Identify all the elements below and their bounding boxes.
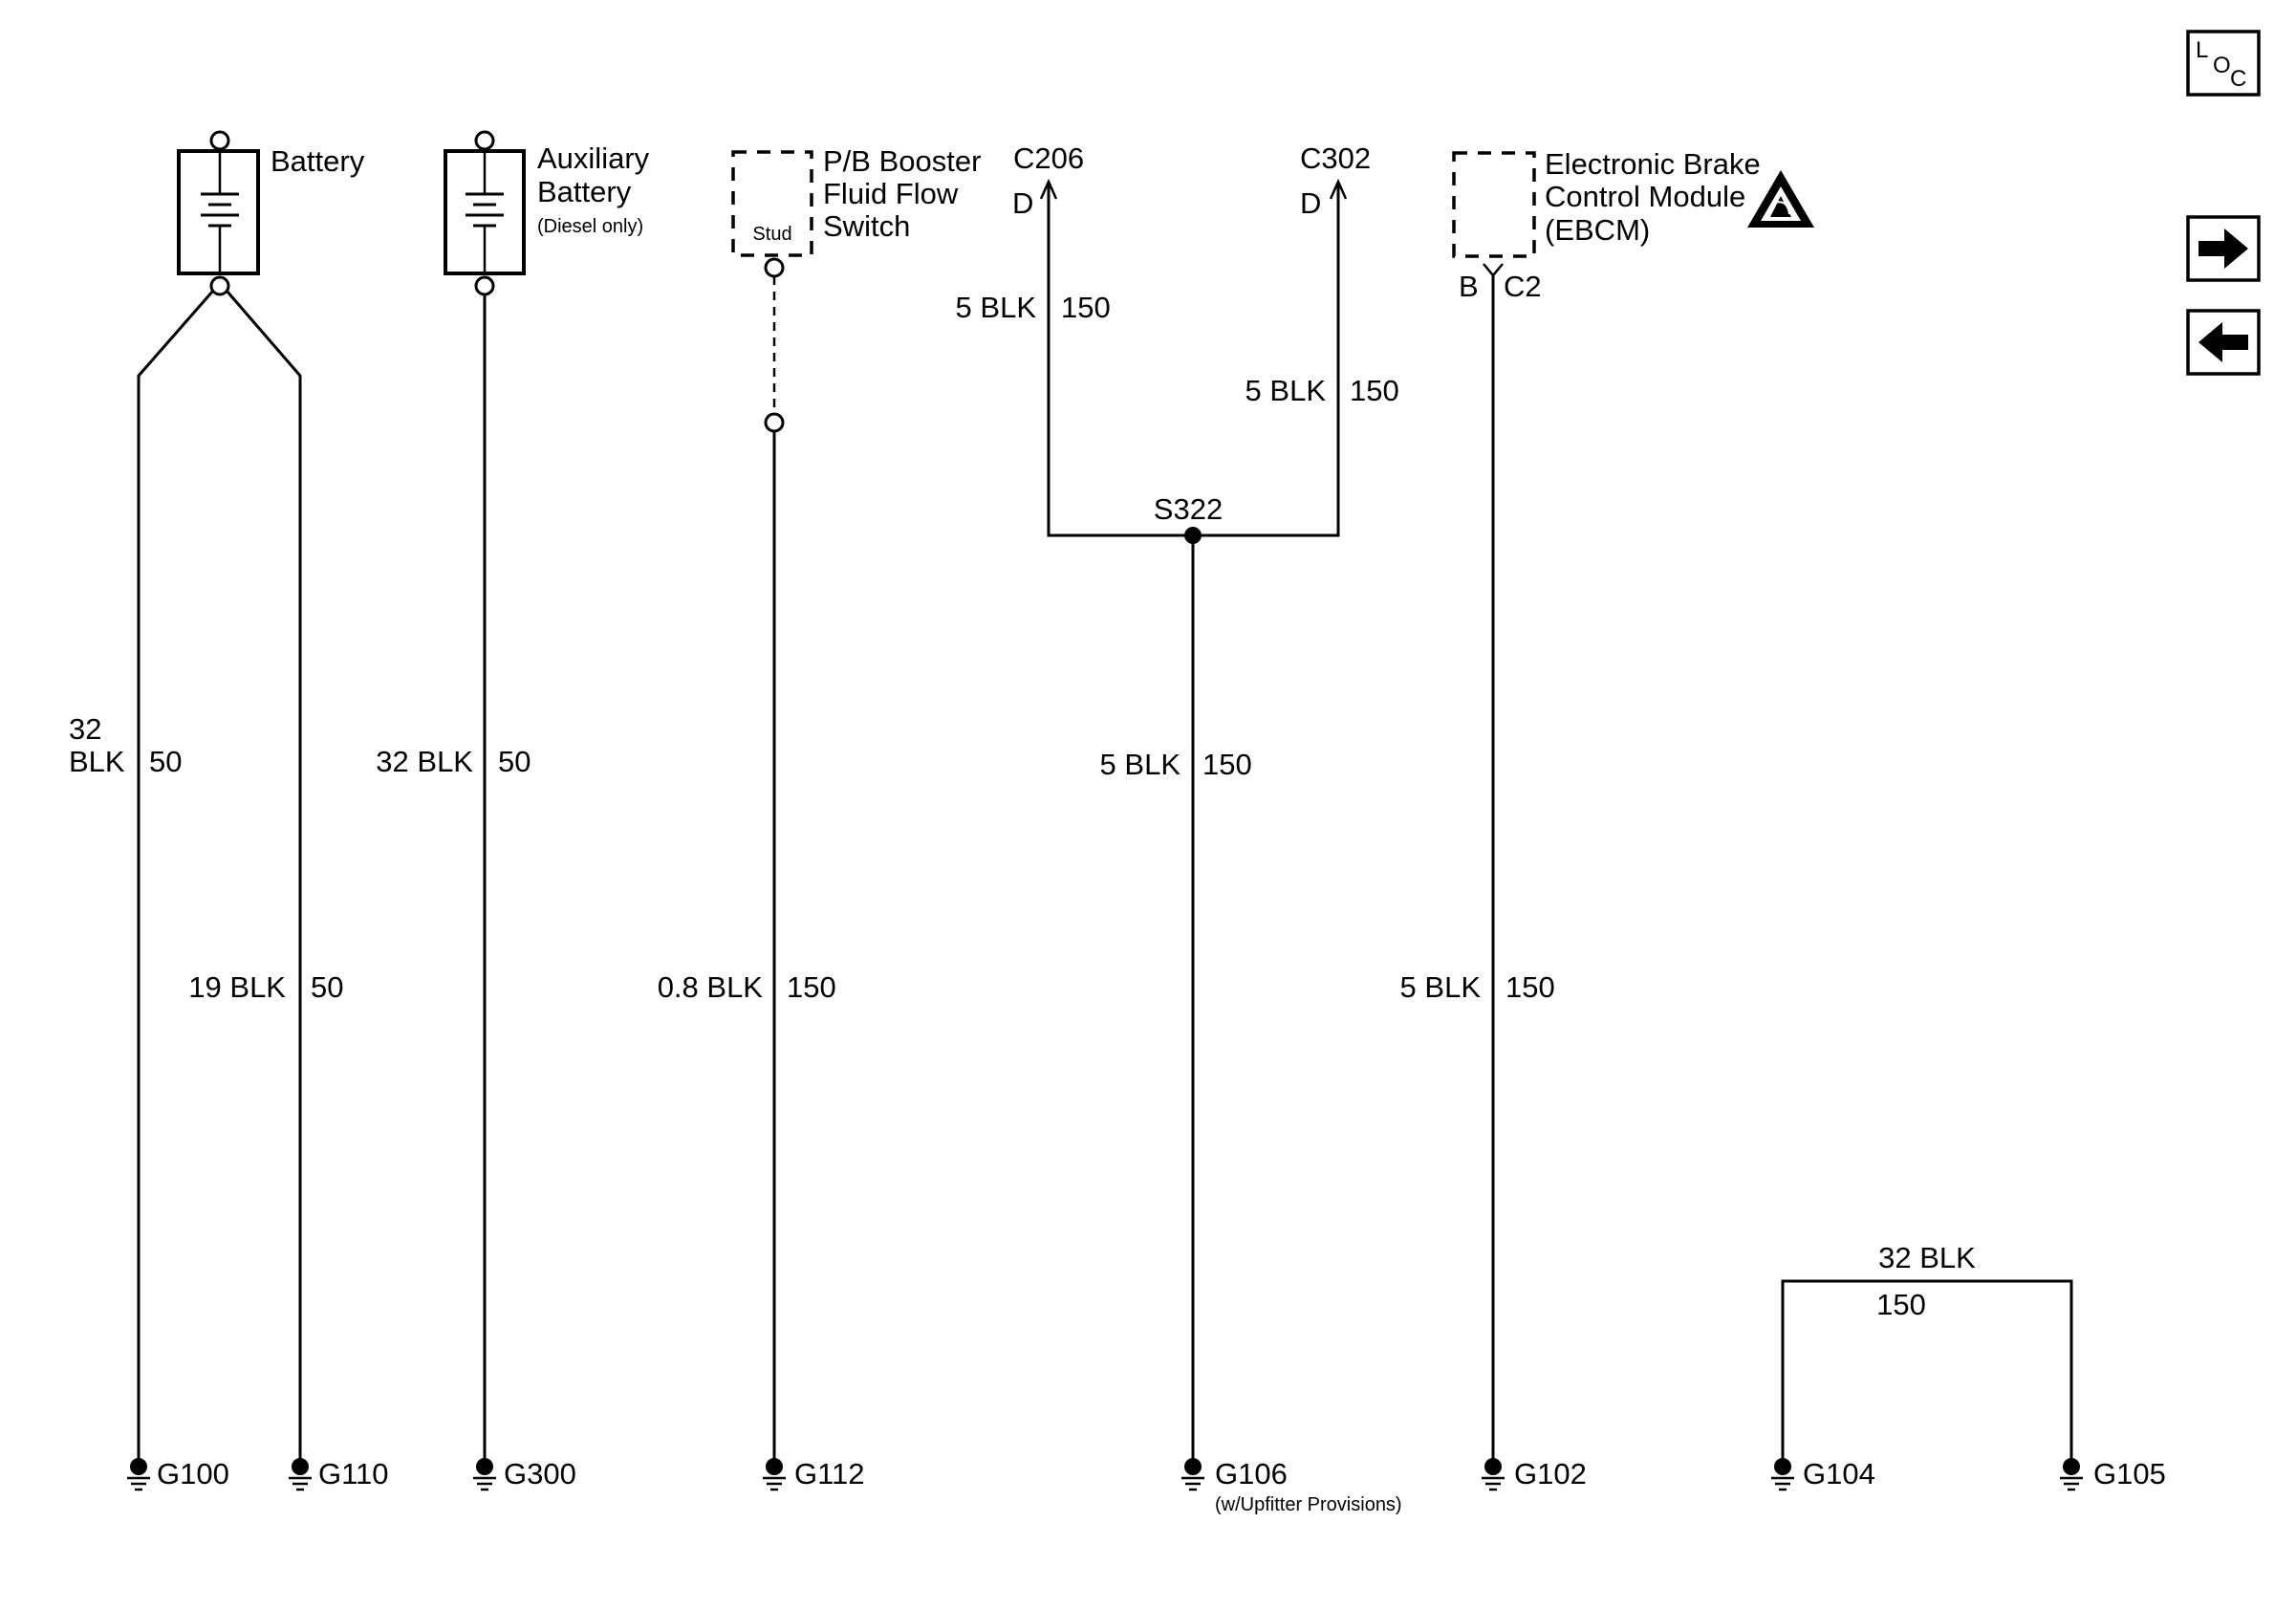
ground-g104-label: G104 [1803, 1457, 1875, 1490]
ground-g300-label: G300 [504, 1457, 576, 1490]
wire-g110-label: 19 BLK [188, 970, 286, 1004]
ground-icon [1181, 1458, 1204, 1491]
ground-g100-label: G100 [157, 1457, 229, 1490]
ground-g110: G110 [289, 1457, 389, 1491]
wire-c302-label: 5 BLK [1245, 374, 1327, 407]
wire-g112-circuit: 150 [787, 970, 836, 1004]
auxiliary-battery [444, 130, 526, 296]
ground-g112-label: G112 [794, 1457, 865, 1490]
ground-icon [289, 1458, 312, 1491]
wire-g100-circuit: 50 [149, 745, 182, 778]
c206-label: C206 [1013, 141, 1084, 175]
ebcm-label-2: Control Module [1545, 180, 1745, 213]
right-arrow-icon [2199, 228, 2248, 269]
battery-icon [201, 151, 239, 273]
ground-g106-note: (w/Upfitter Provisions) [1215, 1494, 1402, 1515]
ebcm-pin: B [1459, 270, 1479, 303]
wire-g300-label: 32 BLK [376, 745, 473, 778]
aux-battery-note: (Diesel only) [537, 216, 643, 237]
wire-g102-circuit: 150 [1505, 970, 1555, 1004]
wire-g104-g105-circuit: 150 [1876, 1288, 1926, 1321]
ground-g105-label: G105 [2093, 1457, 2166, 1490]
ground-g106: G106 (w/Upfitter Provisions) [1181, 1457, 1402, 1515]
pb-switch-label-2: Fluid Flow [823, 177, 959, 210]
aux-battery-label-2: Battery [537, 175, 632, 208]
battery-ground-wires [137, 290, 302, 1459]
ground-icon [1771, 1458, 1794, 1491]
battery [177, 130, 260, 296]
stud-label: Stud [752, 224, 791, 245]
ground-icon [1482, 1458, 1505, 1491]
wire-c206-circuit: 150 [1061, 291, 1111, 324]
ground-g105: G105 [2060, 1457, 2166, 1491]
wire-g106-circuit: 150 [1202, 748, 1252, 781]
ground-icon [127, 1458, 150, 1491]
wire-g112-label: 0.8 BLK [658, 970, 764, 1004]
loc-letter-c: C [2230, 66, 2246, 92]
wire-g110-circuit: 50 [311, 970, 343, 1004]
c302-pin: D [1300, 186, 1321, 220]
previous-page-button[interactable] [2186, 309, 2261, 376]
wire-g100-size: 32 [69, 712, 101, 746]
ground-icon [473, 1458, 496, 1491]
ebcm-label-3: (EBCM) [1545, 213, 1650, 247]
wire-g106-label: 5 BLK [1100, 748, 1181, 781]
ground-g104: G104 [1771, 1457, 1875, 1491]
loc-button[interactable]: L O C [2186, 30, 2261, 97]
wire-c206-label: 5 BLK [956, 291, 1037, 324]
ground-g102: G102 [1482, 1457, 1587, 1491]
ground-g100: G100 [127, 1457, 229, 1491]
ground-g300: G300 [473, 1457, 576, 1491]
battery-label: Battery [271, 144, 365, 178]
auxiliary-battery-icon [466, 151, 504, 273]
next-page-button[interactable] [2186, 215, 2261, 282]
ebcm-label-1: Electronic Brake [1545, 147, 1761, 181]
c206-pin: D [1012, 186, 1033, 220]
loc-letter-l: L [2196, 37, 2208, 63]
loc-letter-o: O [2213, 53, 2231, 78]
ground-g112: G112 [763, 1457, 865, 1491]
ebcm-connector-icon [1483, 263, 1504, 277]
ground-icon [2060, 1458, 2083, 1491]
ground-g110-label: G110 [318, 1457, 389, 1490]
ground-g106-label: G106 [1215, 1457, 1288, 1490]
c302-label: C302 [1300, 141, 1371, 175]
pb-switch-label-3: Switch [823, 209, 910, 243]
wire-c206-c302-splice [1047, 184, 1340, 537]
pb-booster-switch: Stud [731, 150, 813, 433]
wire-g104-g105 [1781, 1279, 2073, 1459]
c206-arrow-icon [1039, 178, 1058, 200]
ebcm [1452, 151, 1536, 277]
ground-icon [763, 1458, 786, 1491]
aux-battery-label-1: Auxiliary [537, 141, 650, 175]
wire-c302-circuit: 150 [1350, 374, 1399, 407]
pb-switch-label-1: P/B Booster [823, 144, 981, 178]
wire-g104-g105-label: 32 BLK [1878, 1241, 1976, 1274]
esd-warning-icon [1747, 170, 1814, 228]
left-arrow-icon [2199, 322, 2248, 362]
ebcm-connector: C2 [1504, 270, 1542, 303]
c302-arrow-icon [1329, 178, 1348, 200]
splice-s322-label: S322 [1154, 492, 1223, 526]
wire-g300-circuit: 50 [498, 745, 531, 778]
ground-g102-label: G102 [1514, 1457, 1587, 1490]
wire-g100-color: BLK [69, 745, 125, 778]
wire-g102-label: 5 BLK [1400, 970, 1482, 1004]
